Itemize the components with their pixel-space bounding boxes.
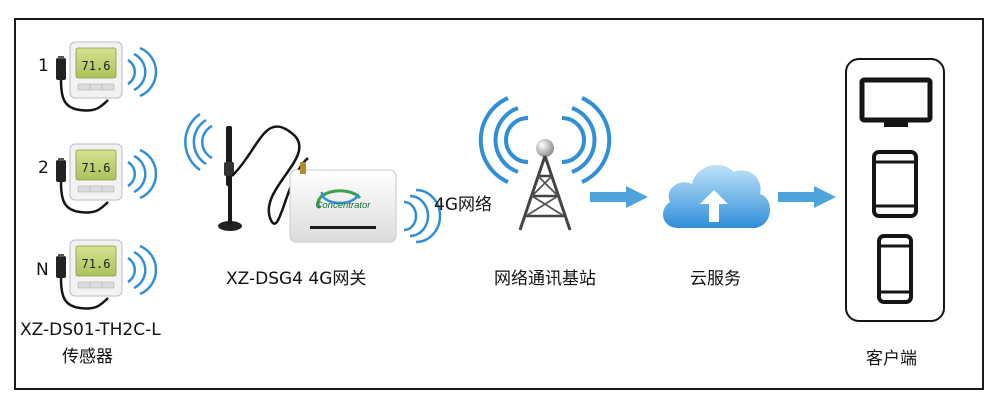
sensor-index-2: 2 [38,158,49,178]
sensor-lcd-reading: 71.6 [82,161,111,175]
sensor-lcd-reading: 71.6 [82,257,111,271]
gateway-brand-text: Concentrator [316,200,372,211]
base-station-label: 网络通讯基站 [494,269,596,289]
client-devices-panel [845,58,945,322]
antenna-icon [218,126,242,231]
arrow-right-icon [590,186,648,208]
tablet-icon [872,150,918,218]
cloud-upload-icon [663,164,771,228]
thermometer-sensor-icon: 71.6 [56,239,158,310]
monitor-icon [859,77,933,127]
sensor-type-label: 传感器 [62,347,113,367]
sensor-index-n: N [36,260,49,280]
thermometer-sensor-icon: 71.6 [56,41,158,112]
smartphone-icon [877,234,913,304]
diagram-frame [14,18,984,390]
sensor-lcd-reading: 71.6 [82,59,111,73]
cloud-label: 云服务 [690,269,741,289]
sensor-model-label: XZ-DS01-TH2C-L [20,320,161,340]
gateway-label: XZ-DSG4 4G网关 [226,269,367,289]
gateway-router-icon: Concentrator [184,112,442,244]
thermometer-sensor-icon: 71.6 [56,143,158,214]
network-label: 4G网络 [434,195,492,215]
arrow-right-icon [778,186,836,208]
client-label: 客户端 [866,349,917,369]
cell-tower-icon [478,96,612,231]
sensor-index-1: 1 [38,56,49,76]
